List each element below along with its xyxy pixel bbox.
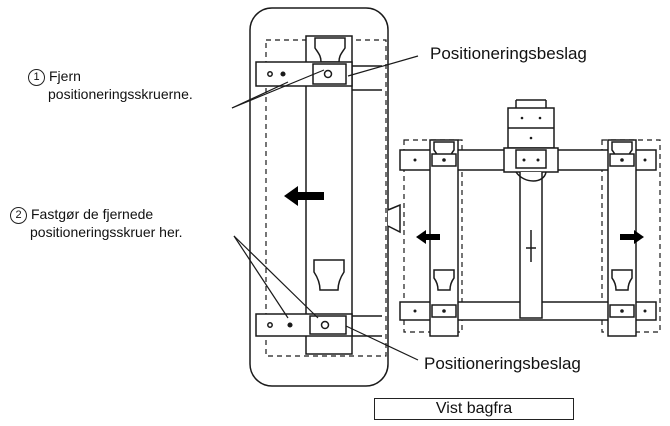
left-arrow-panel (284, 186, 324, 206)
top-bracket-callout: Positioneringsbeslag (430, 44, 587, 63)
step-1-line-1: Fjern (49, 68, 81, 84)
step-1-line-2: positioneringsskruerne. (48, 86, 193, 102)
right-arrow-assembly (620, 230, 644, 244)
top-positioning-screw (323, 69, 333, 79)
view-label-box: Vist bagfra (374, 398, 574, 420)
step-2-line-2: positioneringsskruer her. (30, 224, 183, 240)
step-2-line-1: Fastgør de fjernede (31, 206, 154, 222)
left-arrow-assembly (416, 230, 440, 244)
detail-panel-frame (249, 7, 389, 387)
bottom-positioning-screw (320, 320, 330, 330)
step-1-number: 1 (28, 69, 45, 86)
bottom-bracket-callout: Positioneringsbeslag (424, 354, 581, 373)
view-label: Vist bagfra (435, 400, 513, 417)
top-positioning-bracket (312, 63, 347, 85)
bottom-hook (313, 259, 345, 291)
frame-dashed-outline (265, 39, 387, 357)
step-2-number: 2 (10, 207, 27, 224)
